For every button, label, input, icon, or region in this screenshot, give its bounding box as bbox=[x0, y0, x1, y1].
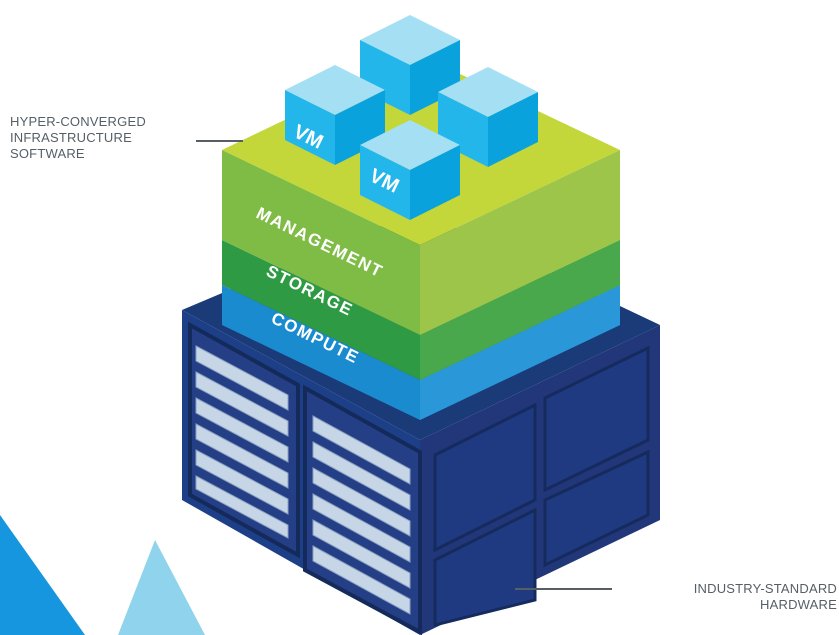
software-callout-line-3: SOFTWARE bbox=[10, 146, 85, 161]
hardware-callout-line-1: INDUSTRY-STANDARD bbox=[693, 581, 837, 596]
corner-decoration bbox=[0, 515, 205, 635]
software-callout-line-2: INFRASTRUCTURE bbox=[10, 130, 132, 145]
server-slots-left bbox=[195, 345, 289, 539]
hardware-callout-line-2: HARDWARE bbox=[760, 597, 837, 612]
storage-layer bbox=[222, 240, 620, 380]
server-slots-right bbox=[312, 415, 411, 615]
hardware-callout: INDUSTRY-STANDARD HARDWARE bbox=[618, 581, 837, 613]
compute-layer bbox=[222, 285, 620, 420]
vm-cube-front bbox=[360, 120, 460, 220]
software-callout-line-1: HYPER-CONVERGED bbox=[10, 114, 146, 129]
software-callout: HYPER-CONVERGED INFRASTRUCTURE SOFTWARE bbox=[10, 114, 210, 162]
